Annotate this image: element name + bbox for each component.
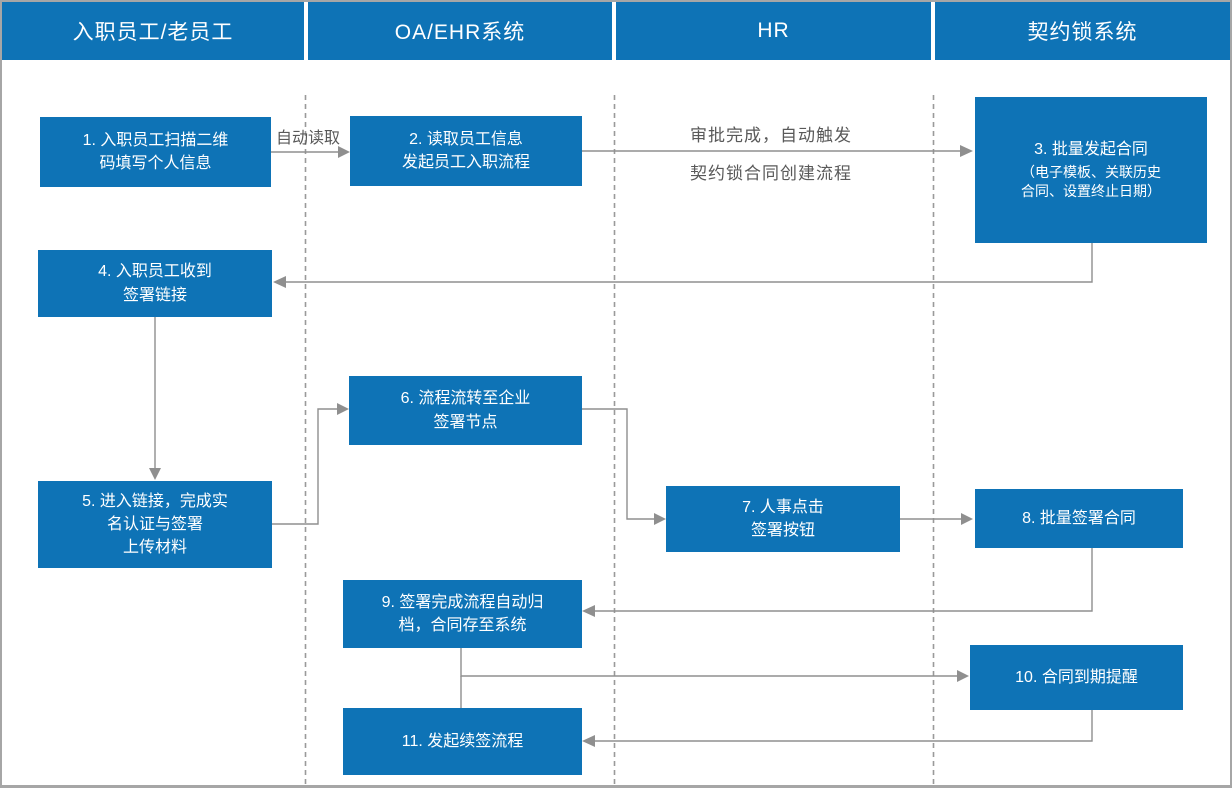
flow-node-1: 1. 入职员工扫描二维 码填写个人信息 <box>40 117 271 187</box>
lane-header-oa-ehr: OA/EHR系统 <box>308 2 612 60</box>
flow-node-3-title: 3. 批量发起合同 <box>1034 141 1148 159</box>
connector-node3-node4 <box>273 243 1093 288</box>
connector-node9-node10 <box>460 648 969 708</box>
arrowhead-icon <box>961 513 973 525</box>
flow-node-7-label: 7. 人事点击 签署按钮 <box>742 498 824 539</box>
flow-node-2-label: 2. 读取员工信息 发起员工入职流程 <box>401 130 530 171</box>
flow-node-9-label: 9. 签署完成流程自动归 档，合同存至系统 <box>381 593 544 634</box>
flow-node-8: 8. 批量签署合同 <box>975 489 1183 548</box>
connector-node2-node3 <box>582 145 973 157</box>
connector-node5-node6 <box>272 403 349 525</box>
connector-node7-node8 <box>900 513 973 525</box>
connector-node1-node2 <box>271 146 350 158</box>
arrowhead-icon <box>582 735 595 747</box>
flow-node-6-label: 6. 流程流转至企业 签署节点 <box>400 390 531 431</box>
lane-header-label: 契约锁系统 <box>1027 21 1138 44</box>
flow-node-7: 7. 人事点击 签署按钮 <box>666 486 900 552</box>
arrowhead-icon <box>338 146 350 158</box>
lane-header-label: OA/EHR系统 <box>394 21 526 44</box>
arrowhead-icon <box>337 403 349 415</box>
lane-header-qiyuesuo: 契约锁系统 <box>935 2 1230 60</box>
lane-header-label: 入职员工/老员工 <box>72 21 234 44</box>
flow-node-5-label: 5. 进入链接，完成实 名认证与签署 上传材料 <box>82 492 228 557</box>
flow-node-10: 10. 合同到期提醒 <box>970 645 1183 710</box>
lane-header-employee: 入职员工/老员工 <box>2 2 304 60</box>
flow-node-3: 3. 批量发起合同 （电子模板、关联历史 合同、设置终止日期） <box>975 97 1207 243</box>
lane-header-label: HR <box>757 19 790 42</box>
edge-label-approval-line1: 审批完成，自动触发 <box>690 126 852 145</box>
flow-node-5: 5. 进入链接，完成实 名认证与签署 上传材料 <box>38 481 272 568</box>
arrowhead-icon <box>960 145 973 157</box>
connector-node8-node9 <box>582 548 1093 617</box>
flow-node-1-label: 1. 入职员工扫描二维 码填写个人信息 <box>82 131 229 172</box>
arrowhead-icon <box>149 468 161 480</box>
connector-node4-node5 <box>149 317 161 480</box>
arrowhead-icon <box>582 605 595 617</box>
flow-node-6: 6. 流程流转至企业 签署节点 <box>349 376 582 445</box>
arrowhead-icon <box>957 670 969 682</box>
connector-node6-node7 <box>582 408 666 525</box>
edge-label-approval-line2: 契约锁合同创建流程 <box>690 164 852 183</box>
flow-node-2: 2. 读取员工信息 发起员工入职流程 <box>350 116 582 186</box>
flow-node-9: 9. 签署完成流程自动归 档，合同存至系统 <box>343 580 582 648</box>
flow-node-10-label: 10. 合同到期提醒 <box>1015 668 1138 686</box>
arrowhead-icon <box>273 276 286 288</box>
flow-node-11: 11. 发起续签流程 <box>343 708 582 775</box>
flow-node-8-label: 8. 批量签署合同 <box>1022 509 1136 527</box>
arrowhead-icon <box>654 513 666 525</box>
flow-node-4-label: 4. 入职员工收到 签署链接 <box>98 263 212 304</box>
lane-header-hr: HR <box>616 2 931 60</box>
edge-label-auto-read: 自动读取 <box>275 130 340 147</box>
connector-node10-node11 <box>582 710 1093 747</box>
flow-node-3-subtitle: （电子模板、关联历史 合同、设置终止日期） <box>1021 163 1161 200</box>
flow-node-11-label: 11. 发起续签流程 <box>401 732 524 750</box>
flow-node-4: 4. 入职员工收到 签署链接 <box>38 250 272 317</box>
